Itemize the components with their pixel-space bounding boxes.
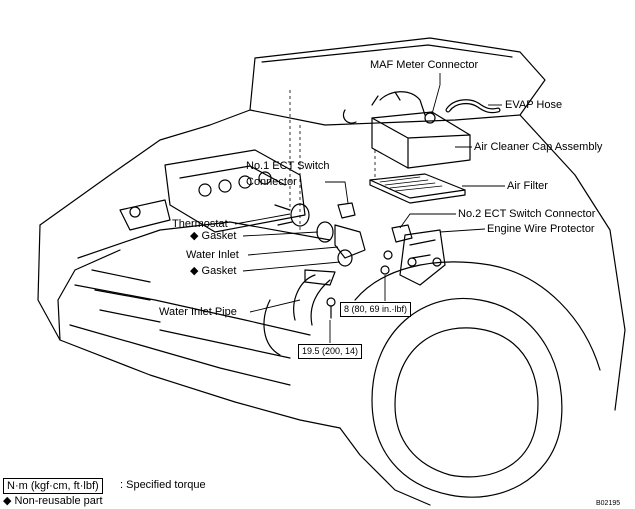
nonreusable-diamond-icon: ◆ [3, 495, 12, 507]
radiator-lower-hose [263, 299, 281, 356]
leader-wire-protector [439, 228, 486, 233]
wire-protector-ribs [409, 239, 436, 259]
nut-3 [407, 257, 417, 267]
torque-box-lower: 19.5 (200, 14) [298, 344, 363, 359]
spark-plug-3 [238, 175, 252, 189]
maf-wire [342, 109, 357, 124]
grille-slat-1 [91, 269, 151, 283]
headlamp-outline [159, 329, 291, 359]
spark-plug-2 [218, 179, 232, 193]
nonreusable-diamond-icon: ◆ [190, 265, 199, 277]
maf-intake-duct [379, 91, 426, 116]
label-gasket-upper: ◆ Gasket [190, 230, 237, 242]
spark-plug-4 [258, 171, 272, 185]
label-air-cleaner-cap-assembly: Air Cleaner Cap Assembly [474, 141, 603, 153]
leader-gasket-upper [242, 231, 319, 237]
grille-slat-3 [99, 309, 161, 323]
grille-left [57, 249, 121, 341]
thermostat-housing [274, 204, 293, 226]
legend-nonreusable: ◆ Non-reusable part [3, 495, 103, 507]
maf-sensor [371, 91, 401, 106]
leader-gasket-lower [242, 261, 341, 272]
leader-ect2 [399, 213, 456, 229]
front-bumper-outline [37, 224, 341, 429]
fender-right [519, 114, 626, 411]
wheel-rim [394, 327, 539, 478]
leader-water-inlet [247, 246, 339, 256]
nut-2 [380, 265, 390, 275]
label-engine-wire-protector: Engine Wire Protector [487, 223, 595, 235]
air-cleaner-cap [371, 111, 471, 169]
label-water-inlet: Water Inlet [186, 249, 239, 261]
figure-code: B02195 [596, 500, 621, 507]
water-inlet-pipe-flange [304, 269, 336, 286]
label-gasket-lower: ◆ Gasket [190, 265, 237, 277]
hose-clamp-left [129, 206, 141, 218]
evap-hose-inner [446, 100, 500, 113]
label-water-inlet-pipe: Water Inlet Pipe [159, 306, 237, 318]
hood-front-edge [77, 221, 331, 259]
nonreusable-diamond-icon: ◆ [190, 230, 199, 242]
maf-connector-plug [424, 112, 436, 124]
label-thermostat: Thermostat [172, 218, 228, 230]
legend-unit-box: N·m (kgf·cm, ft·lbf) [3, 478, 103, 494]
nut-4 [432, 257, 442, 267]
water-inlet-pipe [293, 274, 331, 326]
label-evap-hose: EVAP Hose [505, 99, 563, 111]
grille-bottom [74, 284, 311, 336]
grille-slat-2 [94, 289, 151, 301]
label-air-filter: Air Filter [507, 180, 548, 192]
hood-outline [249, 37, 546, 126]
water-inlet-housing [334, 224, 366, 259]
torque-box-upper: 8 (80, 69 in.·lbf) [340, 302, 412, 317]
nut-1 [383, 250, 393, 260]
valve-cover-line [179, 165, 286, 186]
air-filter-pleats [379, 176, 443, 192]
label-maf-meter-connector: MAF Meter Connector [370, 59, 479, 71]
spark-plug-1 [198, 183, 212, 197]
leader-thermostat [234, 213, 291, 225]
bumper-crease [69, 324, 291, 386]
engine-wire-protector [399, 229, 446, 286]
bolt-lower [326, 297, 336, 307]
gasket-lower-part [337, 249, 353, 267]
label-ect1-line2: Connector [246, 176, 297, 188]
front-tire [371, 298, 563, 498]
ect1-connector [337, 202, 356, 219]
engine-block [164, 149, 306, 233]
label-ect2-connector: No.2 ECT Switch Connector [458, 208, 596, 220]
leader-ect1 [325, 181, 349, 204]
air-cleaner-cap-edges [371, 117, 471, 169]
leader-water-inlet-pipe [249, 299, 301, 313]
fender-front [339, 427, 431, 506]
ect2-connector [391, 224, 413, 243]
radiator-hose-left [119, 199, 171, 231]
legend-unit-description: : Specified torque [120, 479, 206, 491]
body-left-edge [39, 109, 251, 226]
hood-inner-line [261, 44, 513, 63]
label-ect1-line1: No.1 ECT Switch [246, 160, 330, 172]
air-filter-side [369, 179, 466, 204]
leader-maf [431, 73, 441, 115]
